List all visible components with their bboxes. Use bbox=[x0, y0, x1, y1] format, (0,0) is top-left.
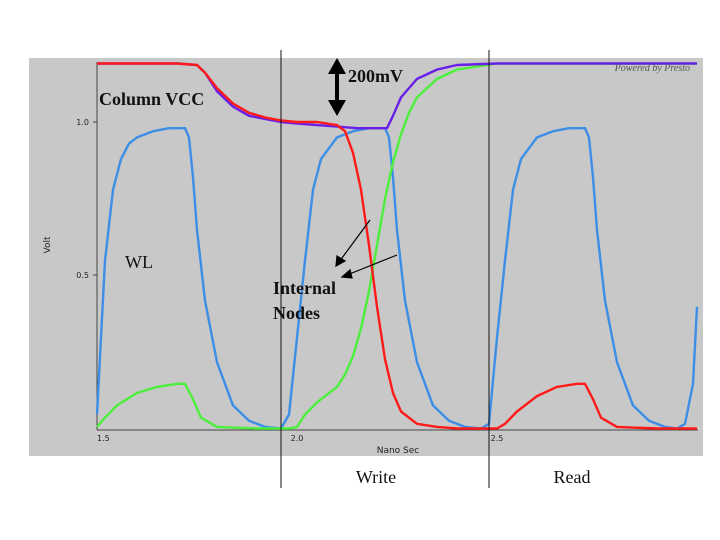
y-axis-label: Volt bbox=[43, 236, 53, 253]
annotation-column-vcc: Column VCC bbox=[99, 89, 204, 109]
annotation-delta: 200mV bbox=[348, 66, 403, 86]
annotation-write: Write bbox=[356, 467, 396, 487]
annotation-wl: WL bbox=[125, 252, 153, 272]
internal-nodes-arrow-icon bbox=[335, 219, 398, 279]
x-tick-label: 2.5 bbox=[491, 434, 504, 443]
annotation-internal: Internal bbox=[273, 278, 336, 298]
y-tick-label: 1.0 bbox=[76, 118, 89, 127]
series-line-internal-node-red bbox=[97, 62, 697, 430]
plot-background bbox=[29, 58, 703, 456]
series-line-internal-node-green bbox=[96, 62, 697, 430]
credit-text: Powered by Presto bbox=[614, 63, 690, 74]
x-tick-label: 1.5 bbox=[97, 434, 110, 443]
y-tick-label: 0.5 bbox=[76, 271, 89, 280]
series-line-wl bbox=[95, 126, 699, 430]
x-tick-label: 2.0 bbox=[291, 434, 304, 443]
delta-arrow-icon bbox=[328, 58, 346, 116]
annotation-nodes: Nodes bbox=[273, 303, 320, 323]
annotation-read: Read bbox=[554, 467, 591, 487]
x-axis-label: Nano Sec bbox=[377, 446, 420, 456]
